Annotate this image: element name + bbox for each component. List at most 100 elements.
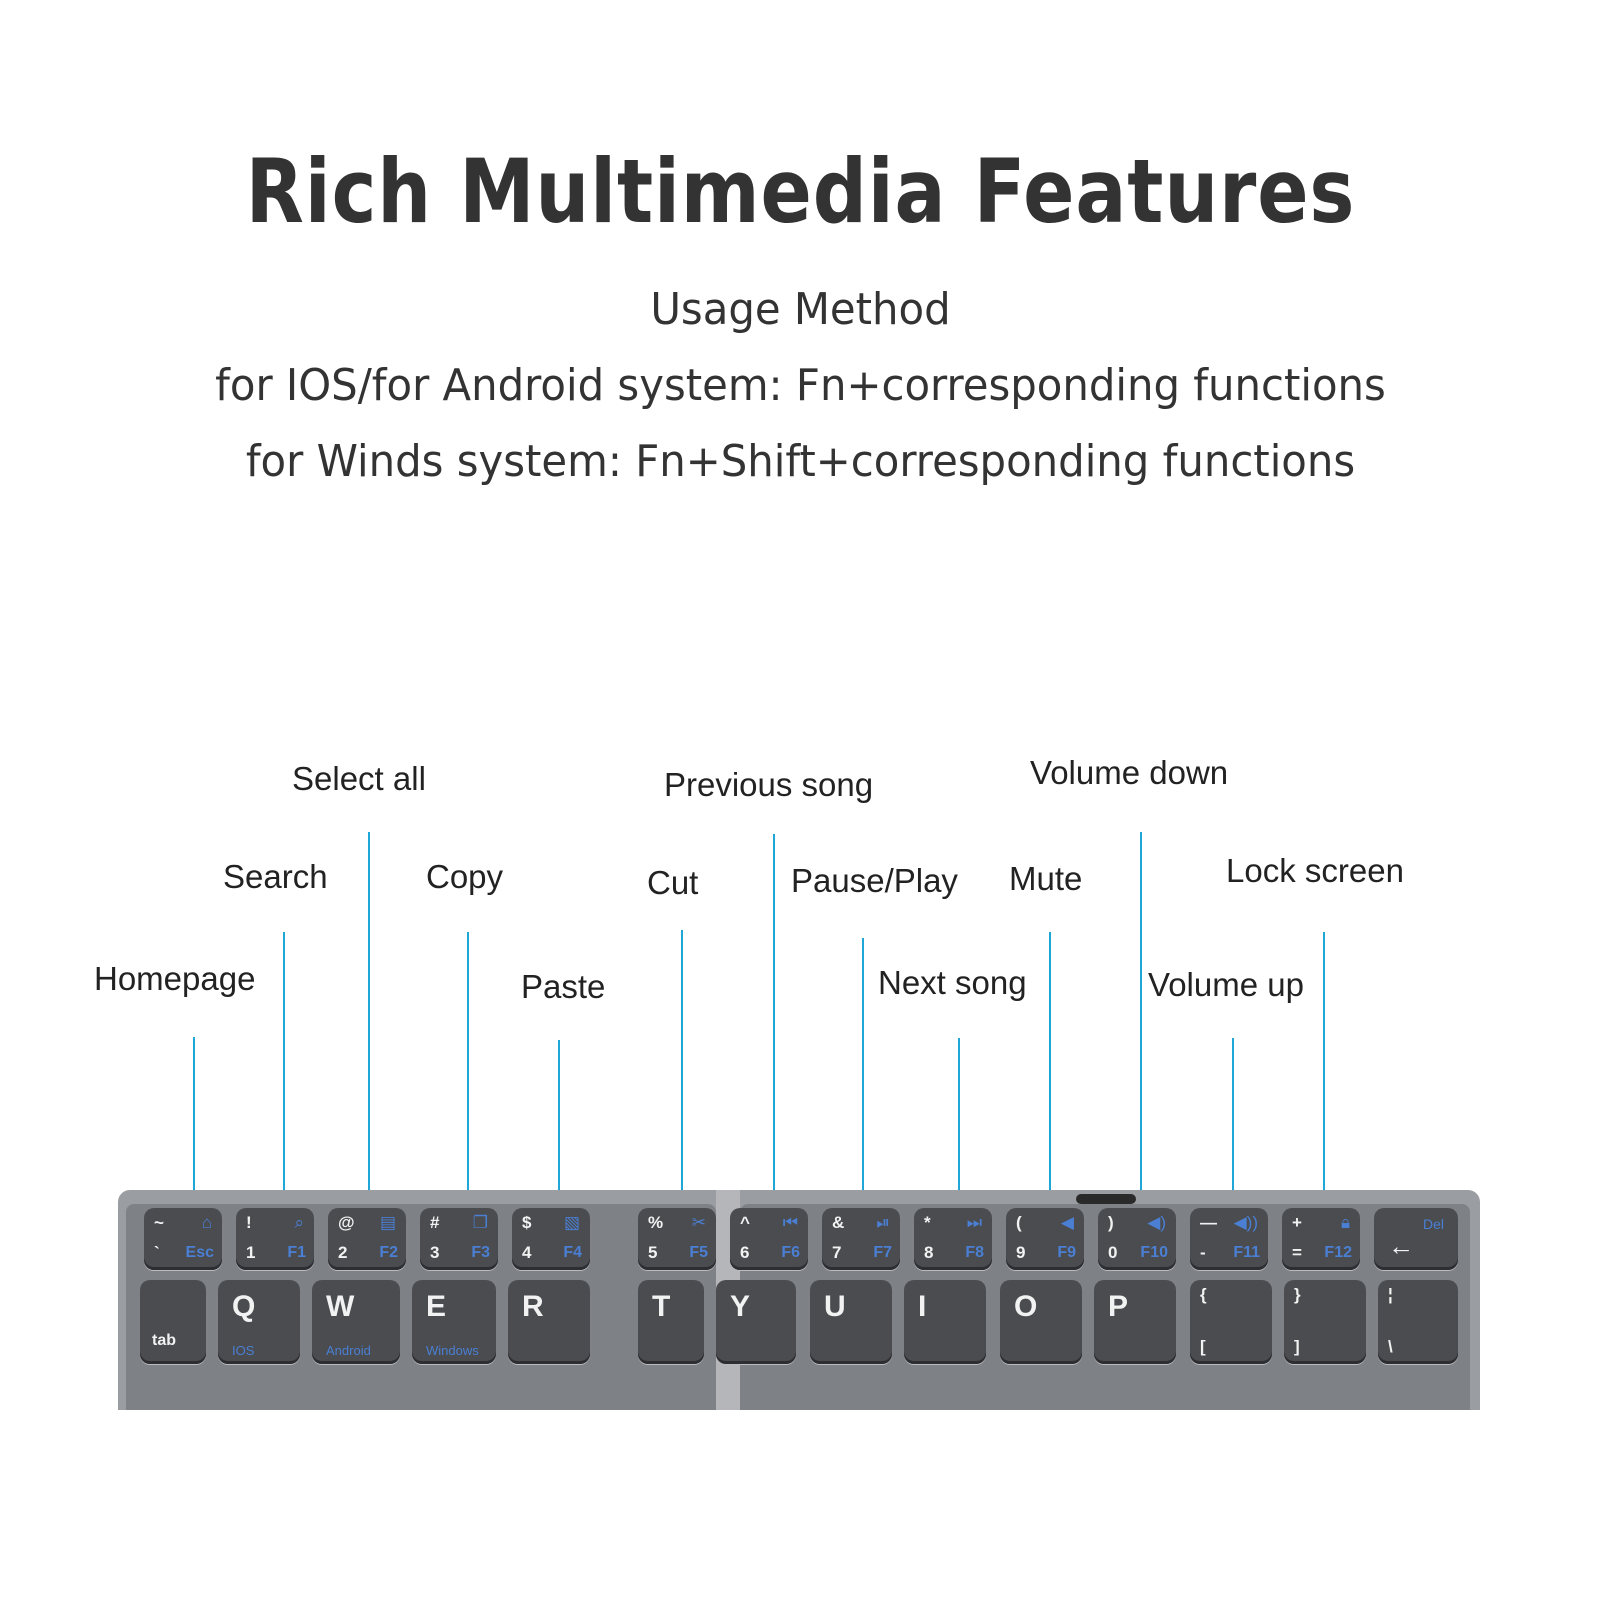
key-backslash-label: \	[1388, 1337, 1393, 1356]
key-f5[interactable]: % 5 ✂ F5	[638, 1208, 716, 1270]
callout-cut: Cut	[647, 864, 699, 901]
callout-lock-screen: Lock screen	[1226, 852, 1404, 889]
key-q[interactable]: Q IOS	[218, 1280, 300, 1364]
keyboard-indicator-slot	[1076, 1194, 1136, 1204]
key-f3-top: #	[430, 1213, 440, 1232]
key-f3-bottom: 3	[430, 1243, 440, 1262]
paste-icon: ▧	[563, 1213, 580, 1232]
key-u-label: U	[824, 1290, 846, 1323]
key-f10-fn: F10	[1140, 1244, 1168, 1261]
leader-line-search	[283, 932, 285, 1230]
key-f5-top: %	[648, 1213, 664, 1232]
leader-line-cut	[681, 930, 683, 1230]
leader-line-volume-down	[1140, 832, 1142, 1230]
callout-search: Search	[223, 858, 328, 895]
key-f11-bottom: -	[1200, 1243, 1206, 1262]
key-f9-bottom: 9	[1016, 1243, 1026, 1262]
key-f6-top: ^	[740, 1213, 750, 1232]
key-esc[interactable]: ~ ` ⌂ Esc	[144, 1208, 222, 1270]
key-esc-fn: Esc	[185, 1244, 214, 1261]
key-f12-bottom: =	[1292, 1243, 1302, 1262]
leader-line-lock-screen	[1323, 932, 1325, 1230]
callout-homepage: Homepage	[94, 960, 256, 997]
key-esc-top: ~	[154, 1213, 164, 1232]
key-f6[interactable]: ^ 6 ⏮ F6	[730, 1208, 808, 1270]
key-f11[interactable]: — - ◀)) F11	[1190, 1208, 1268, 1270]
key-f12-fn: F12	[1324, 1244, 1352, 1261]
key-r[interactable]: R	[508, 1280, 590, 1364]
lock-icon: 🔒︎	[1340, 1213, 1350, 1232]
key-tab[interactable]: tab	[140, 1280, 206, 1364]
leader-line-mute	[1049, 932, 1051, 1230]
key-f10-bottom: 0	[1108, 1243, 1118, 1262]
leader-line-previous-song	[773, 834, 775, 1230]
leader-line-next-song	[958, 1038, 960, 1230]
leader-line-copy	[467, 932, 469, 1230]
key-o-label: O	[1014, 1290, 1038, 1323]
key-f2-fn: F2	[379, 1244, 398, 1261]
key-f4-bottom: 4	[522, 1243, 532, 1262]
key-f6-fn: F6	[781, 1244, 800, 1261]
key-p[interactable]: P	[1094, 1280, 1176, 1364]
volume-down-icon: ◀)	[1147, 1213, 1166, 1232]
key-right-bracket[interactable]: } ]	[1284, 1280, 1366, 1364]
key-f12-top: +	[1292, 1213, 1302, 1232]
key-f12[interactable]: + = 🔒︎ F12	[1282, 1208, 1360, 1270]
key-f11-fn: F11	[1233, 1244, 1260, 1261]
key-f7[interactable]: & 7 ⏯ F7	[822, 1208, 900, 1270]
key-f7-bottom: 7	[832, 1243, 842, 1262]
key-delete-label: Del	[1422, 1216, 1444, 1232]
volume-up-icon: ◀))	[1233, 1213, 1258, 1232]
key-y-label: Y	[730, 1290, 751, 1323]
key-f5-fn: F5	[689, 1244, 708, 1261]
previous-song-icon: ⏮	[782, 1213, 798, 1232]
key-y[interactable]: Y	[716, 1280, 796, 1364]
key-e-label: E	[426, 1290, 447, 1323]
key-f2-top: @	[338, 1213, 355, 1232]
key-w[interactable]: W Android	[312, 1280, 400, 1364]
key-i[interactable]: I	[904, 1280, 986, 1364]
callout-select-all: Select all	[292, 760, 426, 797]
home-icon: ⌂	[201, 1213, 212, 1232]
key-f9[interactable]: ( 9 ◀ F9	[1006, 1208, 1084, 1270]
leader-line-select-all	[368, 832, 370, 1230]
key-delete[interactable]: Del ←	[1374, 1208, 1458, 1270]
key-f3[interactable]: # 3 ❐ F3	[420, 1208, 498, 1270]
key-f4-fn: F4	[563, 1244, 582, 1261]
key-left-bracket[interactable]: { [	[1190, 1280, 1272, 1364]
callout-volume-up: Volume up	[1148, 966, 1304, 1003]
callout-volume-down: Volume down	[1030, 754, 1229, 791]
key-w-os-label: Android	[326, 1343, 371, 1358]
key-t[interactable]: T	[638, 1280, 704, 1364]
leader-line-paste	[558, 1040, 560, 1230]
key-e[interactable]: E Windows	[412, 1280, 496, 1364]
key-r-label: R	[522, 1290, 544, 1323]
key-f8-bottom: 8	[924, 1243, 934, 1262]
callout-copy: Copy	[426, 858, 504, 895]
key-f7-fn: F7	[873, 1244, 892, 1261]
usage-ios-android: for IOS/for Android system: Fn+correspon…	[215, 360, 1386, 411]
key-right-brace-label: }	[1294, 1285, 1301, 1304]
key-o[interactable]: O	[1000, 1280, 1082, 1364]
callout-pause-play: Pause/Play	[791, 862, 958, 899]
callout-mute: Mute	[1009, 860, 1083, 897]
key-f1[interactable]: ! 1 ⌕ F1	[236, 1208, 314, 1270]
key-f8-top: *	[924, 1213, 931, 1232]
key-backslash[interactable]: ¦ \	[1378, 1280, 1458, 1364]
leader-line-pause-play	[862, 938, 864, 1230]
key-f10[interactable]: ) 0 ◀) F10	[1098, 1208, 1176, 1270]
key-w-label: W	[326, 1290, 355, 1323]
key-f1-top: !	[246, 1213, 252, 1232]
key-i-label: I	[918, 1290, 927, 1323]
key-q-os-label: IOS	[232, 1343, 255, 1358]
leader-line-homepage	[193, 1037, 195, 1230]
play-pause-icon: ⏯	[876, 1213, 890, 1232]
callout-previous-song: Previous song	[664, 766, 874, 803]
key-f8[interactable]: * 8 ⏭ F8	[914, 1208, 992, 1270]
key-e-os-label: Windows	[426, 1343, 479, 1358]
key-f4[interactable]: $ 4 ▧ F4	[512, 1208, 590, 1270]
key-f10-top: )	[1108, 1213, 1114, 1232]
key-f2[interactable]: @ 2 ▤ F2	[328, 1208, 406, 1270]
key-u[interactable]: U	[810, 1280, 892, 1364]
page-title: Rich Multimedia Features	[245, 140, 1356, 243]
